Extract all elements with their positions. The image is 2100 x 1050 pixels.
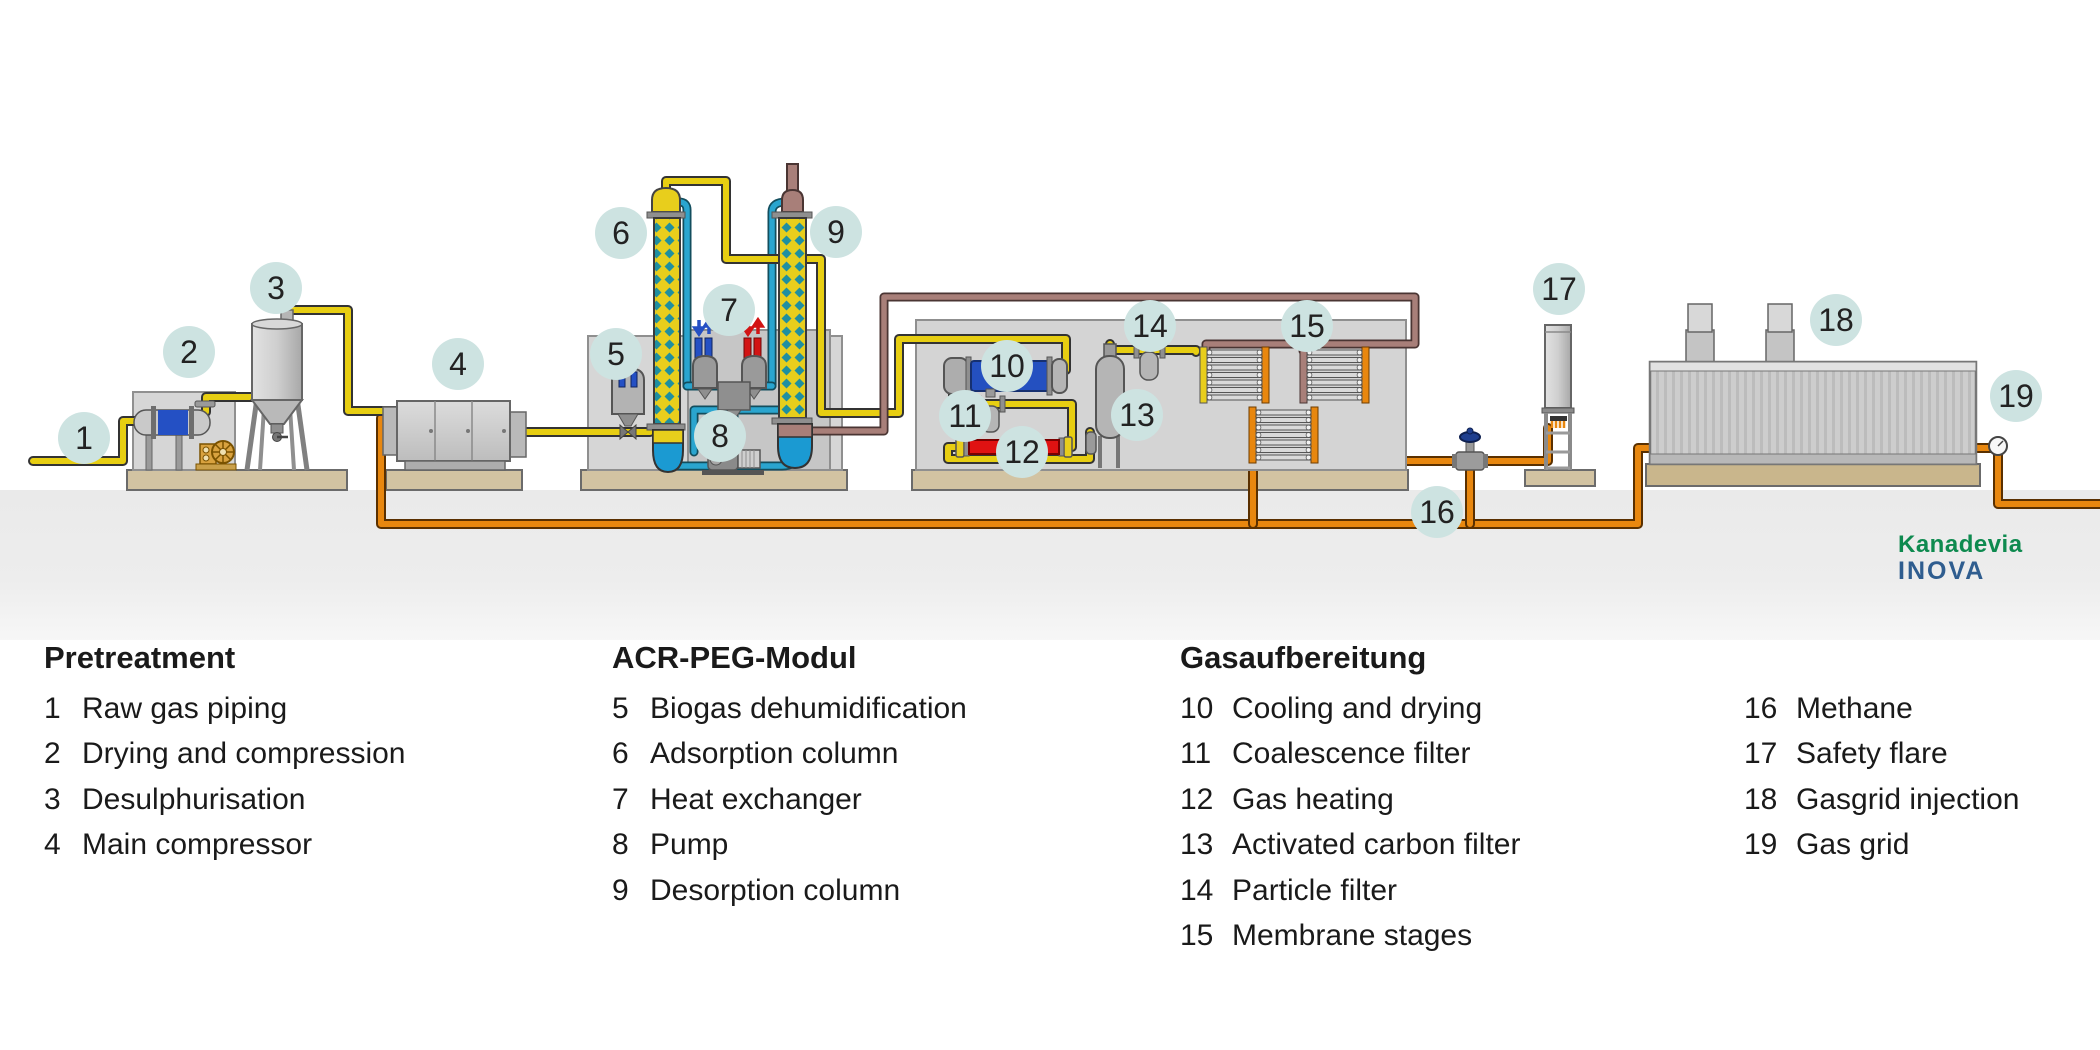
floor: [0, 490, 2100, 640]
badge-drying-compression: 2: [163, 326, 215, 378]
adsorption-column: [646, 186, 686, 474]
badge-membrane-stages: 15: [1281, 300, 1333, 352]
legend-title: Gasaufbereitung: [1180, 640, 1427, 675]
desulphurisation-vessel: [244, 309, 310, 471]
logo-line2: INOVA: [1898, 556, 1986, 585]
shutoff-valve: [1452, 427, 1488, 471]
raw-gas-piping: [28, 305, 655, 466]
feed-compressor: [195, 440, 237, 471]
company-logo: Kanadevia INOVA: [1898, 532, 2023, 585]
badge-gas-grid: 19: [1990, 370, 2042, 422]
plant-diagram: [0, 163, 2100, 640]
badge-coalescence-filter: 11: [939, 390, 991, 442]
badge-safety-flare: 17: [1533, 263, 1585, 315]
badge-cooling-drying: 10: [981, 340, 1033, 392]
badge-main-compressor: 4: [432, 338, 484, 390]
logo-line1: Kanadevia: [1898, 531, 2023, 558]
membrane-stages: [1199, 346, 1370, 464]
legend-title: [1744, 640, 2019, 674]
main-compressor: [382, 400, 527, 471]
badge-adsorption-column: 6: [595, 207, 647, 259]
legend-title: Pretreatment: [44, 640, 236, 675]
badge-particle-filter: 14: [1124, 300, 1176, 352]
badge-gasgrid-injection: 18: [1810, 294, 1862, 346]
badge-methane: 16: [1411, 486, 1463, 538]
legend-title: ACR-PEG-Modul: [612, 640, 857, 675]
badge-desorption-column: 9: [810, 206, 862, 258]
drying-and-compression: [133, 400, 237, 471]
gasgrid-injection-container: [1648, 303, 1978, 466]
safety-flare: [1541, 324, 1575, 470]
clean-gas-pipe: [661, 176, 1071, 418]
badge-heat-exchanger: 7: [703, 284, 755, 336]
badge-raw-gas-piping: 1: [58, 412, 110, 464]
gas-grid-meter: [1988, 436, 2008, 456]
badge-pump: 8: [694, 410, 746, 462]
badge-gas-heating: 12: [996, 426, 1048, 478]
desorption-column: [771, 163, 813, 470]
badge-dehumidification: 5: [590, 328, 642, 380]
badge-carbon-filter: 13: [1111, 389, 1163, 441]
badge-desulphurisation: 3: [250, 262, 302, 314]
